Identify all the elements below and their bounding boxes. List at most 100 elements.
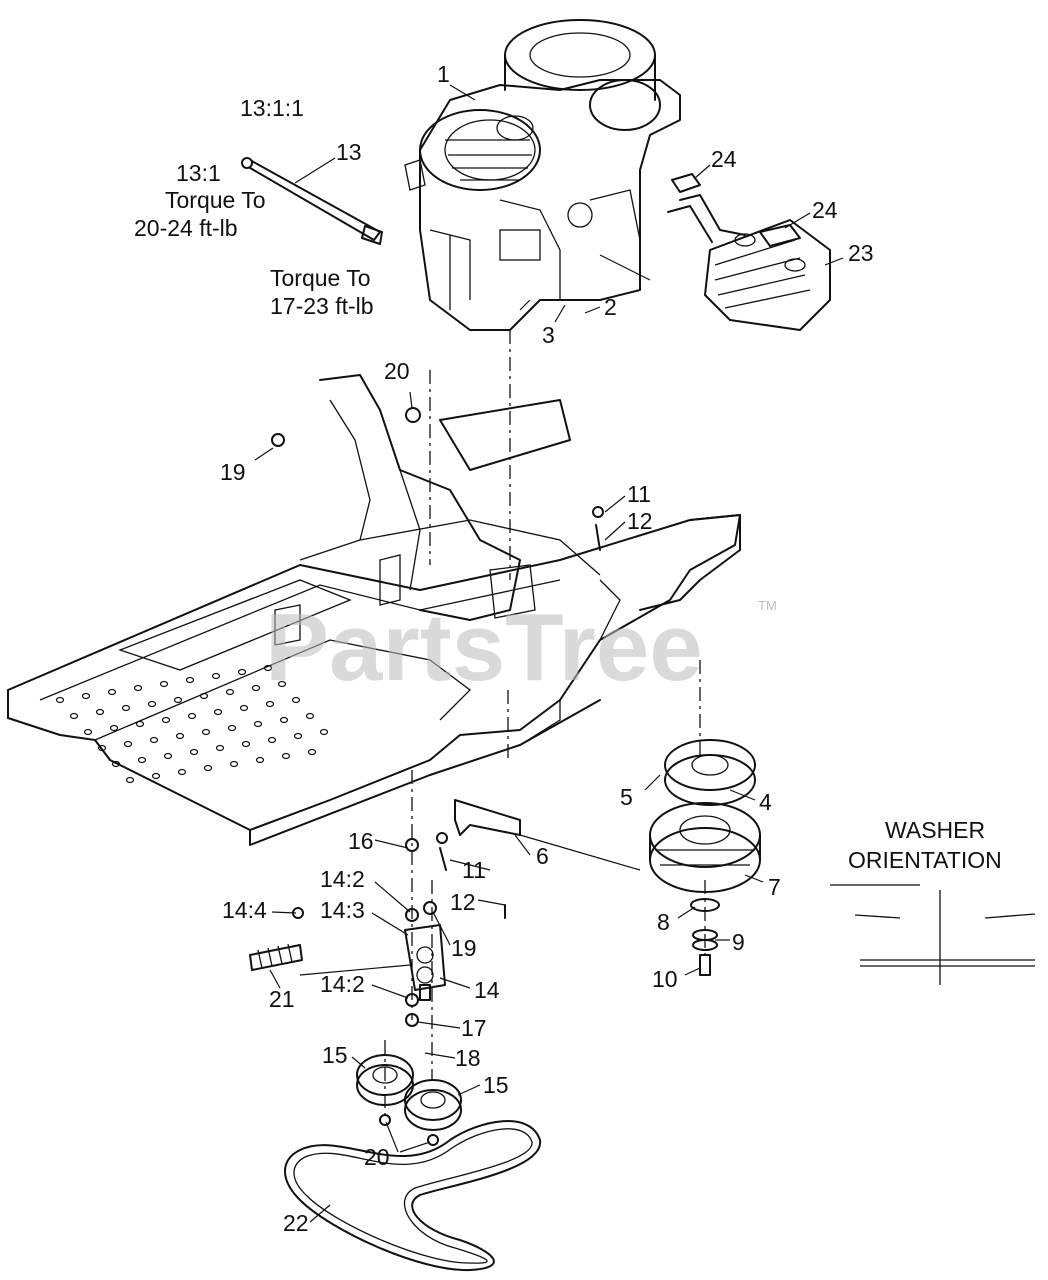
floor-plate-hole: [213, 708, 223, 716]
washer-orientation-line1: WASHER: [885, 817, 985, 843]
callout-11-upper: 11: [627, 481, 651, 507]
floor-plate-hole: [239, 704, 249, 712]
shaft-13: [241, 157, 383, 245]
floor-plate-hole: [255, 756, 265, 764]
callout-14-2-lower: 14:2: [320, 971, 365, 997]
callout-3: 3: [542, 322, 555, 348]
callout-13-1-1: 13:1:1: [240, 95, 304, 121]
torque-note-2-line1: Torque To: [270, 265, 371, 291]
floor-plate-hole: [109, 724, 119, 732]
floor-plate-hole: [81, 692, 91, 700]
callout-4: 4: [759, 789, 772, 815]
floor-plate-hole: [237, 668, 247, 676]
floor-plate-hole: [265, 700, 275, 708]
callout-2: 2: [604, 294, 617, 320]
callout-12-lower: 12: [450, 889, 476, 915]
callout-9: 9: [732, 929, 745, 955]
floor-plate-holes: [55, 664, 329, 784]
gasket-muffler: [759, 224, 801, 247]
watermark-trademark: TM: [758, 598, 777, 613]
floor-plate-hole: [251, 684, 261, 692]
drive-belt: [284, 1120, 542, 1272]
callout-21: 21: [269, 986, 295, 1012]
floor-plate-hole: [199, 692, 209, 700]
floor-plate-hole: [55, 696, 65, 704]
floor-plate-hole: [161, 716, 171, 724]
callout-24-upper: 24: [711, 146, 737, 172]
callout-13-1: 13:1: [176, 160, 221, 186]
floor-plate-hole: [305, 712, 315, 720]
floor-plate-hole: [133, 684, 143, 692]
floor-plate-hole: [263, 664, 273, 672]
callout-8: 8: [657, 909, 670, 935]
callout-1: 1: [437, 61, 450, 87]
floor-plate-hole: [69, 712, 79, 720]
callout-14-2-upper: 14:2: [320, 866, 365, 892]
floor-plate-hole: [211, 672, 221, 680]
callout-23: 23: [848, 240, 874, 266]
callout-14-4: 14:4: [222, 897, 267, 923]
callout-12-upper: 12: [627, 508, 653, 534]
callout-6: 6: [536, 843, 549, 869]
washer-orientation-inset: [830, 884, 1036, 985]
callout-16: 16: [348, 828, 374, 854]
callout-14-3: 14:3: [320, 897, 365, 923]
floor-plate-hole: [97, 744, 107, 752]
floor-plate-hole: [107, 688, 117, 696]
floor-plate-hole: [163, 752, 173, 760]
floor-plate-hole: [253, 720, 263, 728]
callout-20-upper: 20: [384, 358, 410, 384]
centerlines: [299, 254, 706, 1120]
floor-plate-hole: [225, 688, 235, 696]
floor-plate-hole: [187, 712, 197, 720]
muffler-assembly: [667, 173, 831, 331]
callout-leaders: [254, 84, 844, 1223]
floor-plate-hole: [173, 696, 183, 704]
callout-22: 22: [283, 1210, 309, 1236]
idler-bracket: [249, 407, 604, 1027]
callout-15-right: 15: [483, 1072, 509, 1098]
floor-plate-hole: [135, 720, 145, 728]
callout-18: 18: [455, 1045, 481, 1071]
callout-19-upper: 19: [220, 459, 246, 485]
callout-11-lower: 11: [462, 857, 486, 883]
callout-13: 13: [336, 139, 362, 165]
floor-plate-hole: [307, 748, 317, 756]
callout-19-lower: 19: [451, 935, 477, 961]
floor-plate-hole: [159, 680, 169, 688]
floor-plate-hole: [267, 736, 277, 744]
callout-7: 7: [768, 874, 781, 900]
floor-plate-hole: [177, 768, 187, 776]
callout-24-lower: 24: [812, 197, 838, 223]
floor-plate-hole: [121, 704, 131, 712]
callout-20-lower: 20: [364, 1144, 390, 1170]
callout-15-left: 15: [322, 1042, 348, 1068]
floor-plate-hole: [95, 708, 105, 716]
torque-note-1-line1: Torque To: [165, 187, 266, 213]
floor-plate-hole: [215, 744, 225, 752]
floor-plate-hole: [241, 740, 251, 748]
callout-10: 10: [652, 966, 678, 992]
callout-17: 17: [461, 1015, 487, 1041]
floor-plate-hole: [277, 680, 287, 688]
floor-plate-hole: [281, 752, 291, 760]
floor-plate-hole: [83, 728, 93, 736]
torque-note-2-line2: 17-23 ft-lb: [270, 293, 374, 319]
floor-plate-hole: [175, 732, 185, 740]
callout-5: 5: [620, 784, 633, 810]
floor-plate-hole: [279, 716, 289, 724]
chassis-frame: [7, 374, 741, 846]
floor-plate-hole: [111, 760, 121, 768]
callout-14: 14: [474, 977, 500, 1003]
floor-plate-hole: [185, 676, 195, 684]
floor-plate-hole: [227, 724, 237, 732]
floor-plate-hole: [149, 736, 159, 744]
idler-pulleys: [356, 1054, 462, 1146]
floor-plate-hole: [151, 772, 161, 780]
torque-note-1-line2: 20-24 ft-lb: [134, 215, 238, 241]
floor-plate-hole: [203, 764, 213, 772]
washer-orientation-line2: ORIENTATION: [848, 847, 1002, 873]
floor-plate-hole: [137, 756, 147, 764]
floor-plate-hole: [201, 728, 211, 736]
